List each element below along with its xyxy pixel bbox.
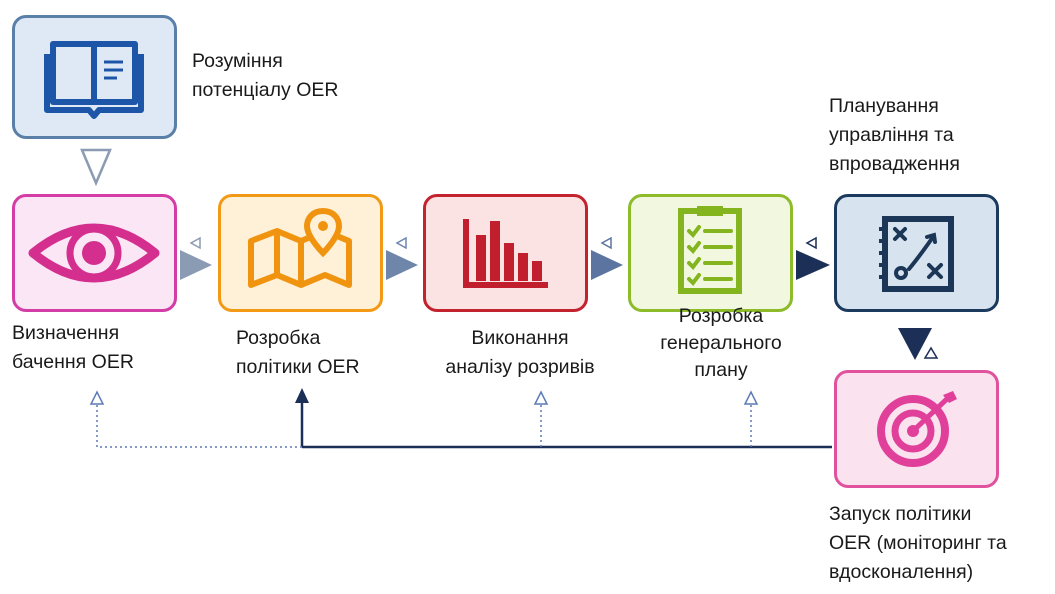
step-policy-box: [218, 194, 383, 312]
feedback-to-plan-arrow: [743, 390, 759, 405]
target-icon: [877, 391, 957, 467]
map-pin-icon: [248, 207, 352, 288]
step-gap-box: [423, 194, 588, 312]
arrow-understand-to-vision: [80, 148, 112, 187]
feedback-to-policy-arrow: [295, 388, 309, 403]
arrow-gap-to-plan: [591, 250, 623, 280]
feedback-to-vision-line: [96, 404, 302, 448]
step-understand-box: [12, 15, 177, 139]
arrow-policy-to-gap: [386, 250, 418, 280]
bar-chart-icon: [463, 219, 548, 288]
arrow-policy-to-gap-small: [395, 236, 407, 250]
open-book-icon: [44, 41, 144, 119]
checklist-icon: [678, 206, 742, 294]
step-master-plan-box: [628, 194, 793, 312]
arrow-plan-to-planning: [796, 250, 830, 280]
arrow-vision-to-policy: [180, 250, 212, 280]
strategy-board-icon: [879, 216, 954, 292]
feedback-to-gap-arrow: [533, 390, 549, 405]
step-vision-box: [12, 194, 177, 312]
arrow-planning-to-launch-small: [923, 346, 939, 359]
eye-icon: [28, 223, 160, 283]
arrow-planning-to-launch: [898, 328, 932, 360]
arrow-plan-to-planning-small: [805, 236, 817, 250]
arrow-vision-to-policy-small: [189, 236, 201, 250]
arrow-gap-to-plan-small: [600, 236, 612, 250]
step-launch-box: [834, 370, 999, 488]
feedback-to-vision-arrow: [89, 390, 105, 405]
step-planning-box: [834, 194, 999, 312]
